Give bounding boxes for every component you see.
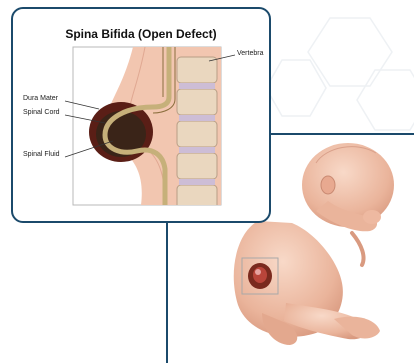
baby-ear: [321, 176, 335, 194]
vertebra-label: Vertebra: [237, 50, 263, 57]
spina-bifida-diagram-card: Spina Bifida (Open Defect): [11, 7, 271, 223]
vertebra-column: [177, 57, 217, 211]
dura-mater-label: Dura Mater: [23, 95, 58, 102]
baby-hand: [363, 210, 381, 224]
spinal-cord-label: Spinal Cord: [23, 109, 60, 116]
spinal-fluid-label: Spinal Fluid: [23, 151, 60, 158]
